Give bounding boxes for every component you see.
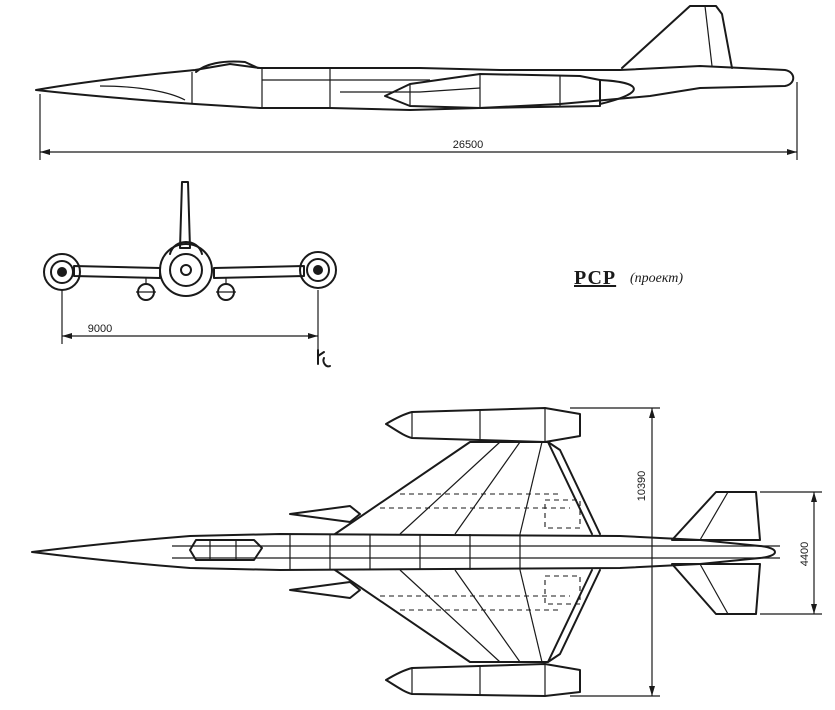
top-cockpit — [189, 539, 263, 561]
top-store-upper — [289, 505, 361, 523]
span-dimension-label: 9000 — [88, 323, 112, 335]
front-tail-fin — [179, 181, 191, 249]
side-fuselage — [35, 63, 795, 111]
top-tail-upper — [671, 491, 761, 541]
top-engine-lower — [385, 663, 581, 697]
side-view — [35, 5, 798, 160]
side-canopy — [195, 60, 259, 73]
front-engine-right — [299, 251, 337, 289]
front-wing-right — [213, 265, 305, 279]
top-engine-upper — [385, 407, 581, 443]
front-wing-left — [73, 265, 161, 279]
top-store-lower — [289, 581, 361, 599]
drawing-subtitle: (проект) — [630, 271, 684, 286]
centerline-mark — [317, 349, 331, 368]
side-tail-fin — [621, 5, 733, 69]
drawing-title: РСР — [574, 267, 617, 289]
top-wing-lower — [334, 569, 593, 663]
top-view — [31, 407, 822, 697]
top-wing-upper — [334, 441, 593, 535]
top-fuselage — [31, 533, 776, 571]
top-tail-lower — [671, 563, 761, 615]
length-dimension-label: 26500 — [453, 139, 484, 151]
tail-span-dimension-label: 4400 — [799, 542, 811, 566]
front-view — [43, 181, 337, 368]
front-fuselage — [159, 243, 213, 297]
wing-span-dimension-label: 10390 — [636, 471, 648, 502]
